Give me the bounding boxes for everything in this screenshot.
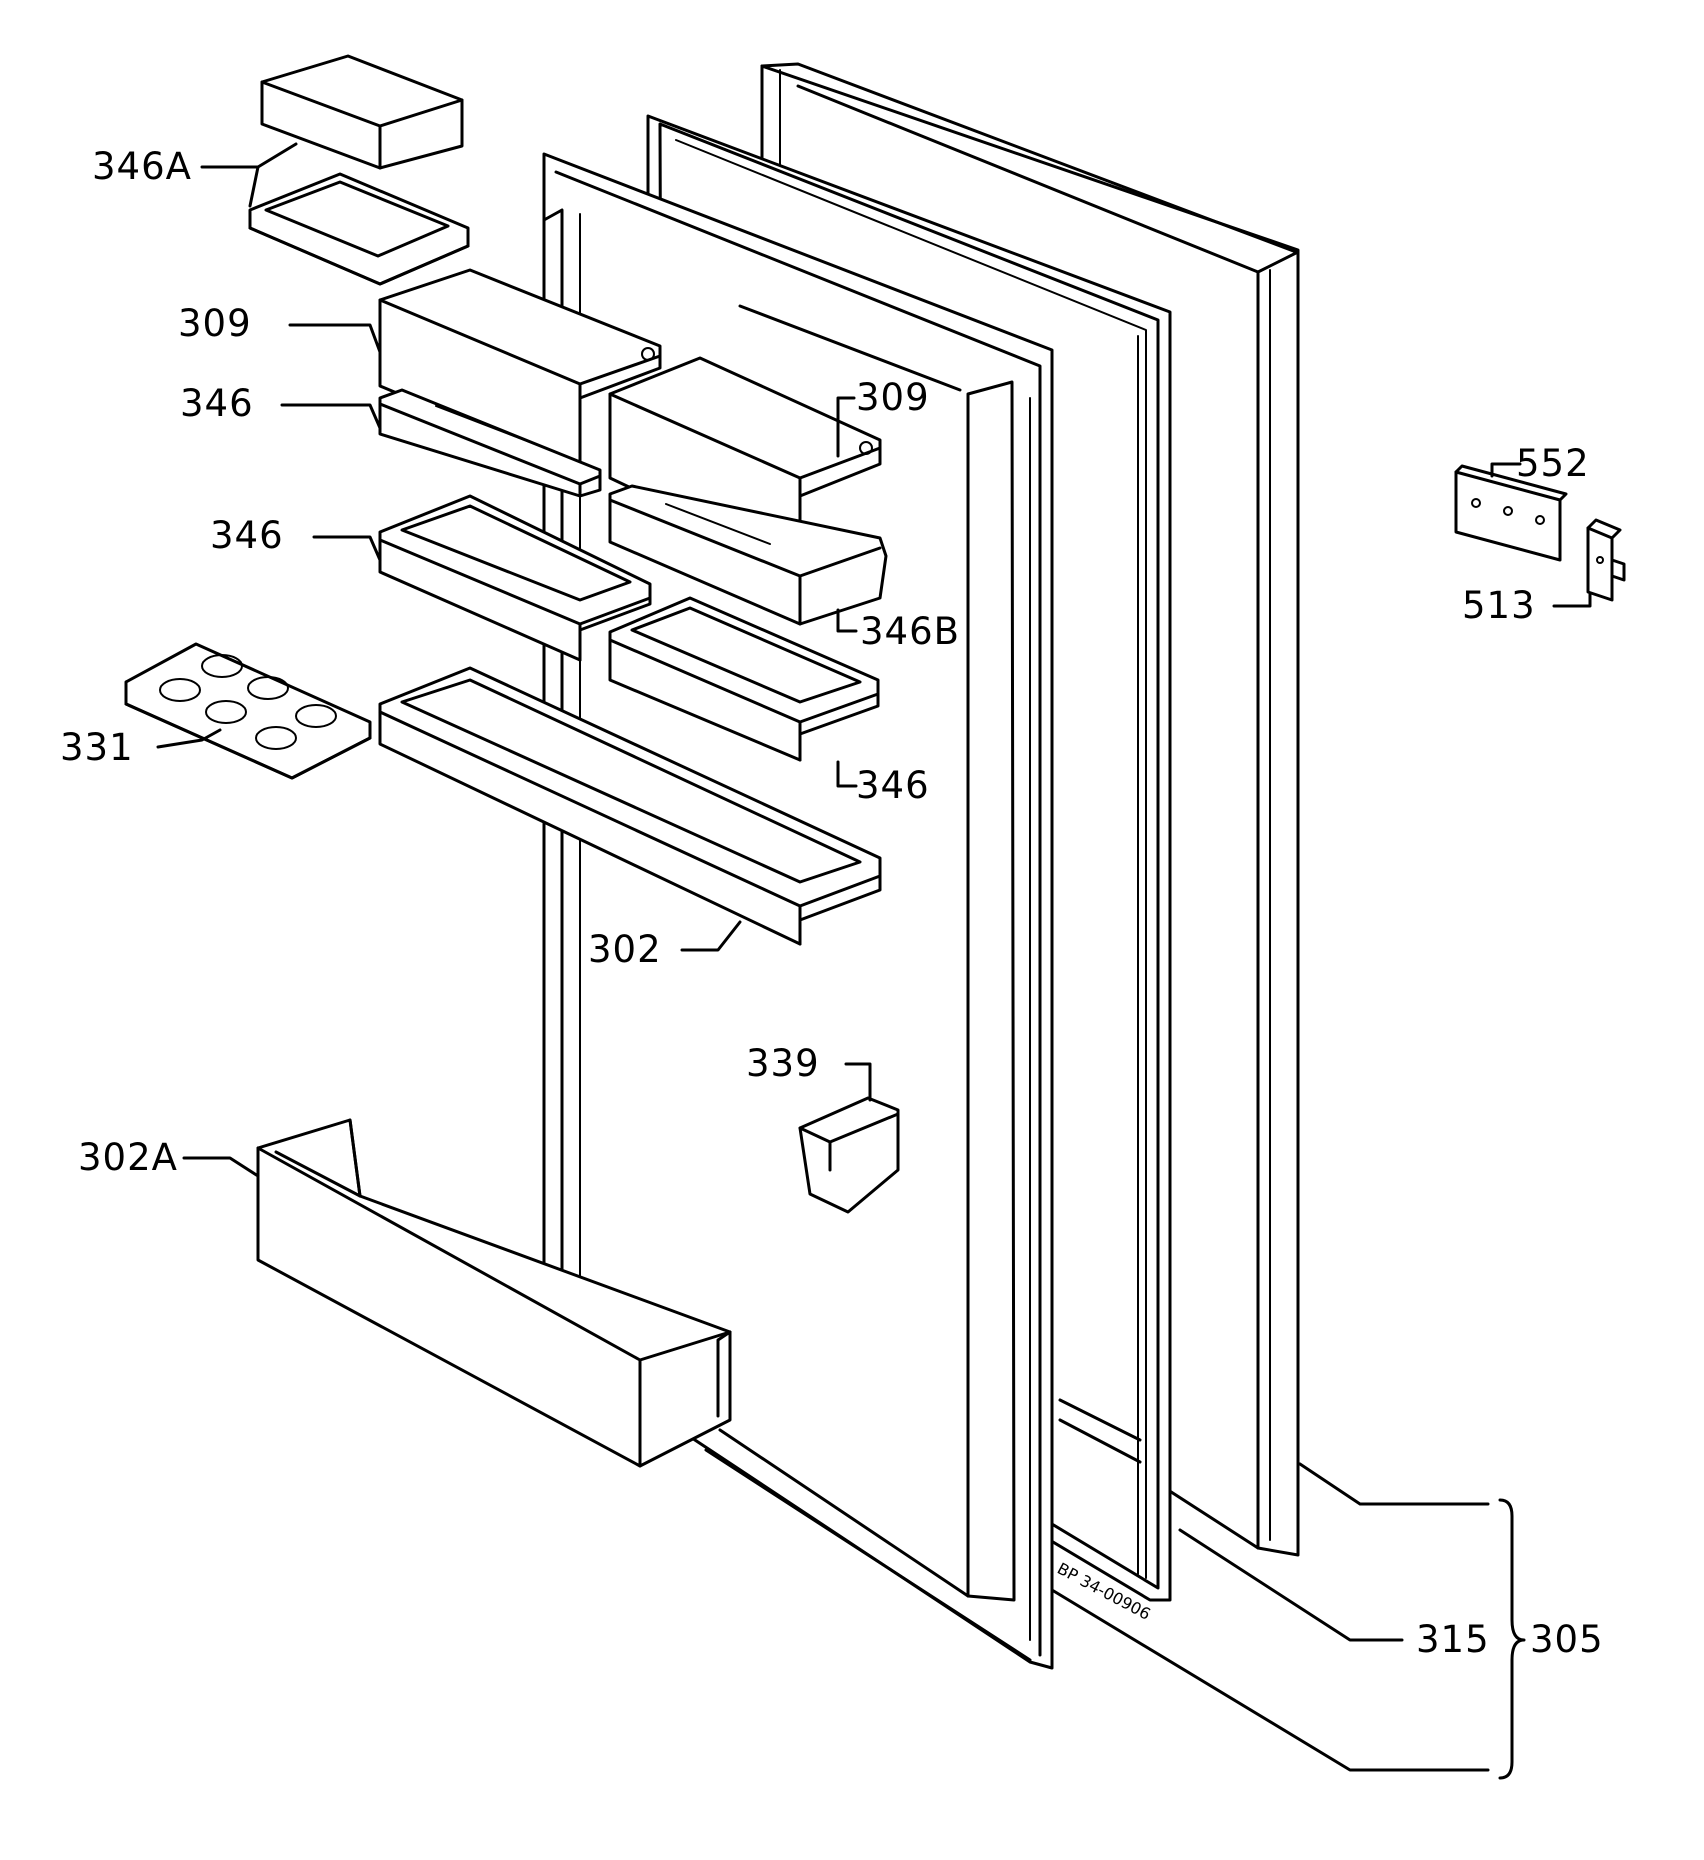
label-346b: 346B (860, 610, 960, 653)
group-brace-305 (1498, 1498, 1526, 1780)
bottle-bin-302a (256, 1118, 732, 1468)
hinge-bracket-513 (1586, 518, 1626, 602)
egg-tray-331 (124, 642, 372, 780)
label-346a: 346A (92, 145, 192, 188)
dairy-frame-346a (248, 172, 470, 286)
dairy-lid-346a (260, 54, 464, 170)
shelf-346-top (378, 388, 602, 498)
door-shelf-302 (378, 666, 882, 946)
label-302a: 302A (78, 1136, 178, 1179)
label-552: 552 (1516, 442, 1590, 485)
hinge-plate-552 (1454, 464, 1568, 562)
label-346-right: 346 (856, 764, 930, 807)
label-315: 315 (1416, 1618, 1490, 1661)
shelf-346-right (608, 596, 880, 762)
shelf-346-mid (378, 494, 652, 662)
label-302: 302 (588, 928, 662, 971)
label-339: 339 (746, 1042, 820, 1085)
leader-lines (156, 142, 1592, 1772)
label-309-right: 309 (856, 376, 930, 419)
label-305: 305 (1530, 1618, 1604, 1661)
label-346-mid: 346 (210, 514, 284, 557)
label-331: 331 (60, 726, 134, 769)
label-346-top: 346 (180, 382, 254, 425)
label-309-left: 309 (178, 302, 252, 345)
label-513: 513 (1462, 584, 1536, 627)
part-339 (798, 1096, 900, 1214)
shelf-346b (608, 484, 888, 626)
